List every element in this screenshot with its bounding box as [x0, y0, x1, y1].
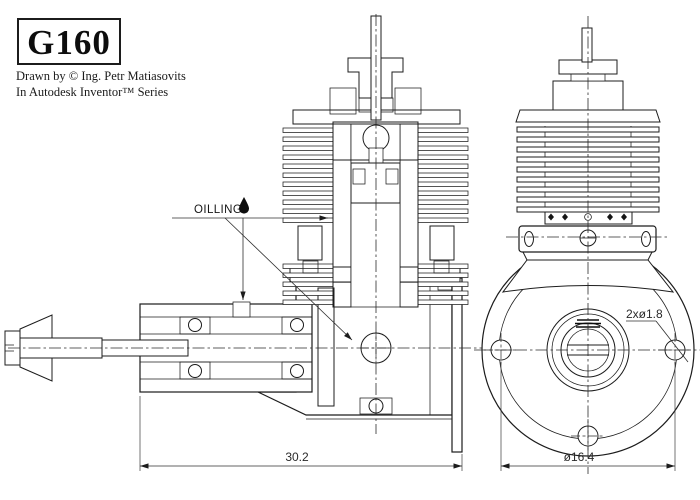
- piston-oring-left: [352, 168, 366, 185]
- head-plate: [515, 109, 661, 123]
- oiling-callout: OILLING: [172, 197, 353, 341]
- hole-dim-text: 2xø1.8: [626, 307, 663, 321]
- title-block: G160 Drawn by © Ing. Petr Matiasovits In…: [16, 18, 186, 99]
- side-section-view: OILLING 30.2: [4, 14, 494, 471]
- credit-line-2: In Autodesk Inventor™ Series: [16, 85, 168, 99]
- oil-hole: [232, 301, 251, 318]
- crankshaft-assembly: [4, 314, 189, 382]
- bolt-circle-dim-text: ø16.4: [564, 450, 595, 464]
- credit-line-1: Drawn by © Ing. Petr Matiasovits: [16, 69, 186, 83]
- length-dimension: 30.2: [139, 396, 463, 471]
- bolt-circle-dimension: ø16.4: [500, 362, 676, 471]
- cylinder-head: [292, 15, 461, 125]
- model-number: G160: [27, 23, 111, 62]
- front-ball-bearing: [179, 316, 211, 380]
- side-bosses: [297, 225, 455, 274]
- hole-callout: 2xø1.8: [626, 307, 689, 363]
- piston: [350, 162, 401, 204]
- length-dim-text: 30.2: [285, 450, 309, 464]
- carb-shoulder: [501, 259, 675, 293]
- cylinder-section: [332, 121, 419, 308]
- oil-drop-icon: [239, 197, 249, 214]
- oiling-label: OILLING: [194, 204, 242, 216]
- front-view: 2xø1.8 ø16.4: [474, 16, 700, 474]
- piston-oring-right: [385, 168, 399, 185]
- exhaust-collar: [518, 225, 657, 253]
- rear-ball-bearing: [281, 316, 313, 380]
- needle-stem: [581, 27, 593, 63]
